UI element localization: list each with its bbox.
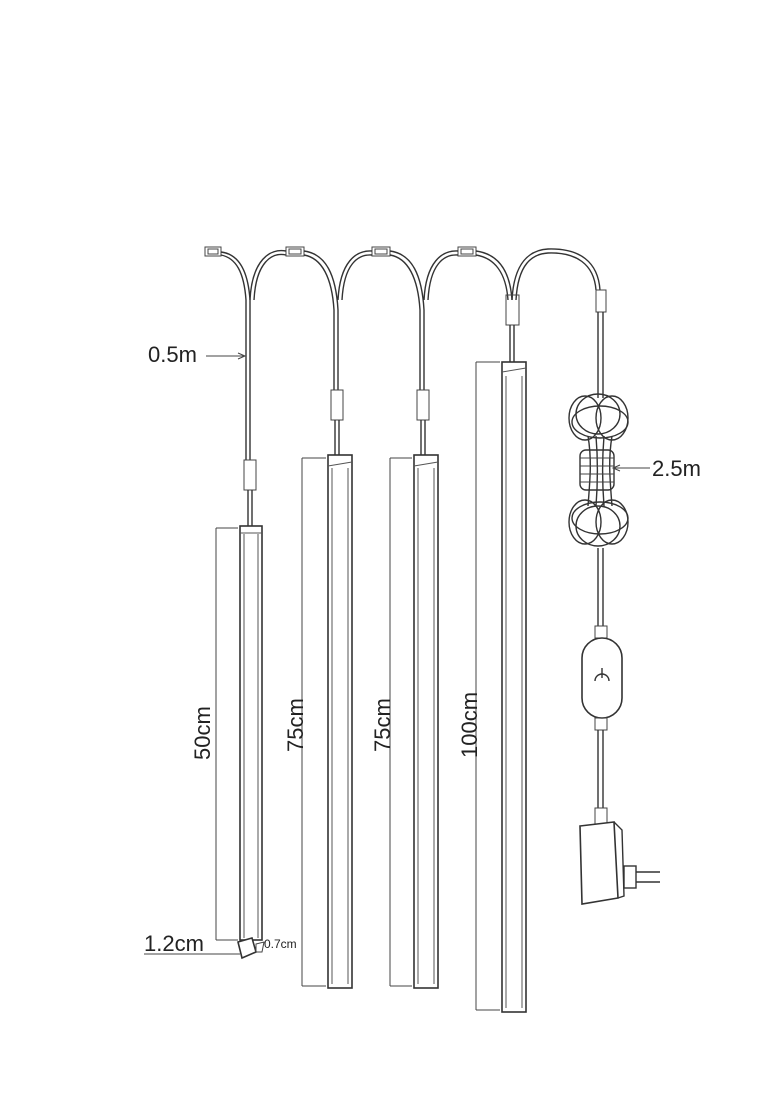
bar-depth-label: 0.7cm xyxy=(264,937,297,951)
lead-cable-length-label: 0.5m xyxy=(148,342,197,367)
inline-switch xyxy=(581,637,623,719)
connector-icon xyxy=(595,289,607,313)
inline-connector xyxy=(416,389,430,421)
top-wiring xyxy=(204,246,601,460)
bar-width-label: 1.2cm xyxy=(144,931,204,956)
led-bar-3 xyxy=(413,389,439,989)
dimension-bar-1 xyxy=(215,527,238,941)
led-bar-4 xyxy=(501,294,527,1013)
coiled-cable-icon xyxy=(568,393,629,547)
bar1-length-label: 50cm xyxy=(190,706,215,760)
dimension-bar-2 xyxy=(301,457,326,987)
connector-icon xyxy=(285,246,305,257)
bar4-length-label: 100cm xyxy=(457,692,482,758)
connector-icon xyxy=(371,246,391,257)
connector-icon xyxy=(457,246,477,257)
dimension-bar-3 xyxy=(389,457,412,987)
extension-cable xyxy=(568,289,660,905)
led-bar-1 xyxy=(237,459,265,960)
inline-connector xyxy=(243,459,257,491)
connector-icon xyxy=(204,246,222,257)
extension-cable-length-label: 2.5m xyxy=(652,456,701,481)
led-bar-2 xyxy=(327,389,353,989)
inline-connector xyxy=(330,389,344,421)
dimension-bar-4 xyxy=(475,361,500,1011)
power-icon xyxy=(594,668,610,682)
plug-adapter-icon xyxy=(579,821,660,905)
bar2-length-label: 75cm xyxy=(283,698,308,752)
inline-connector xyxy=(505,294,520,326)
bar3-length-label: 75cm xyxy=(370,698,395,752)
